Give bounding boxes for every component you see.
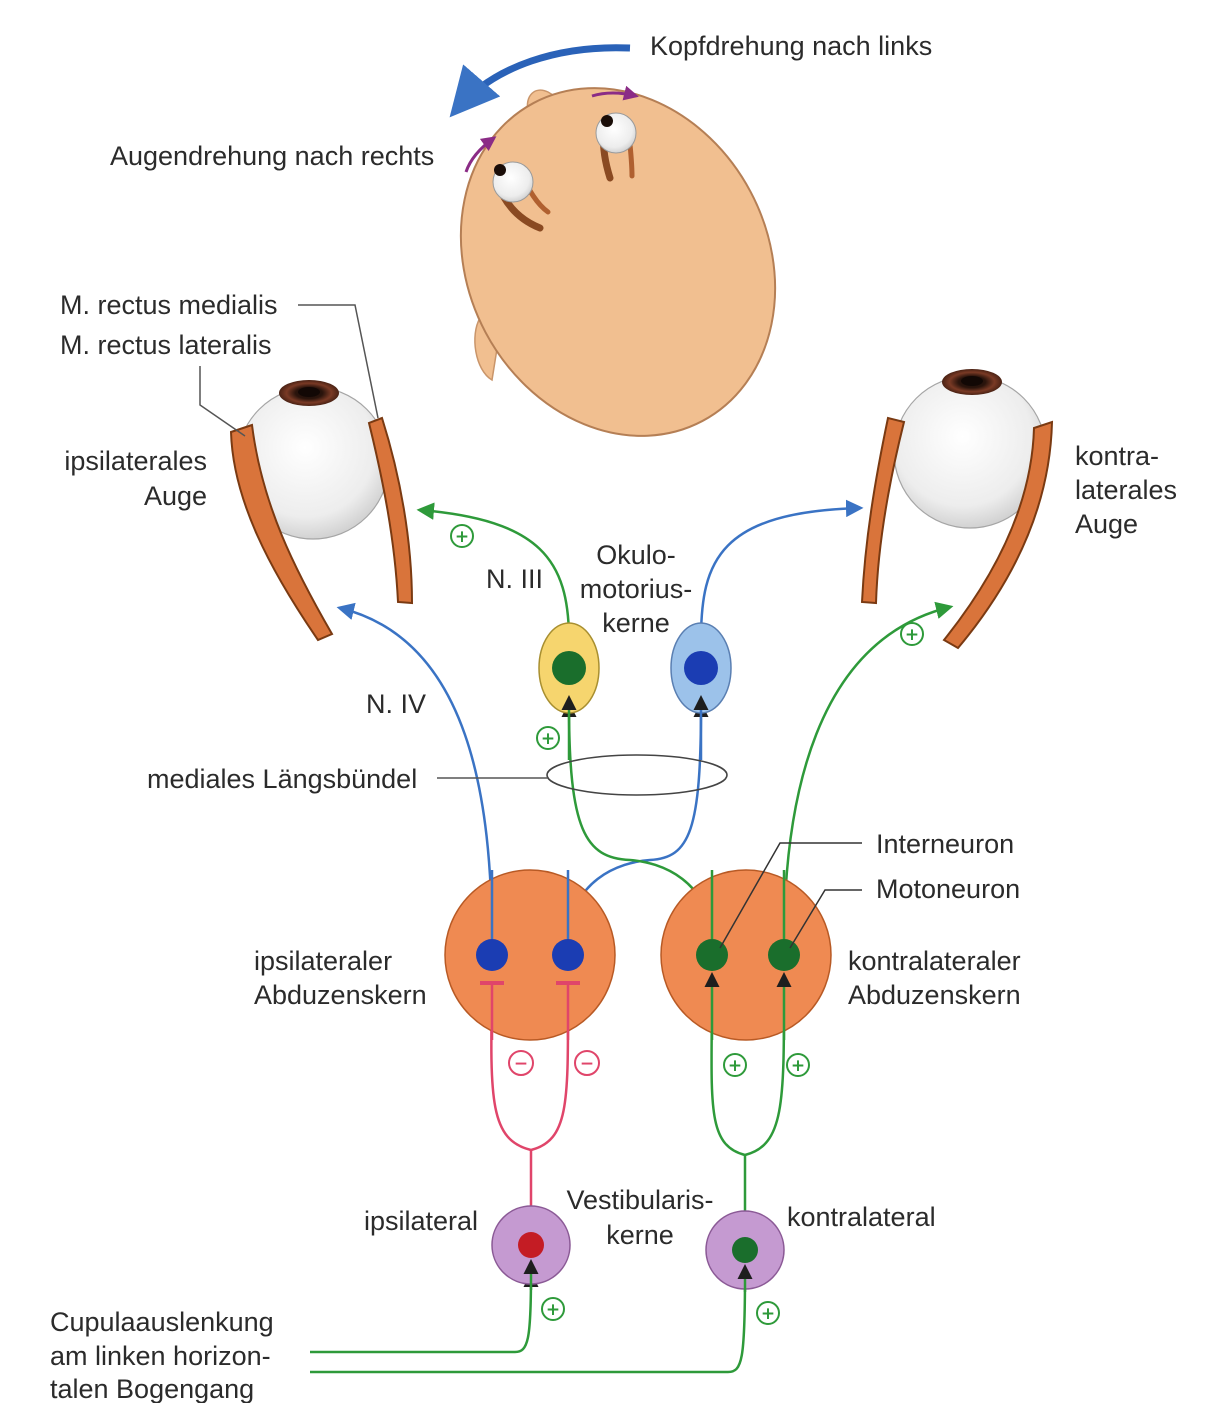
mlf-label: mediales Längsbündel <box>147 764 417 794</box>
rectus-medialis-label: M. rectus medialis <box>60 290 278 320</box>
motoneuron-label: Motoneuron <box>876 874 1020 904</box>
plus-sign-contra-2: + <box>787 1054 809 1076</box>
oculomotor-label-3: kerne <box>602 608 670 638</box>
contra-abducens-label-1: kontralateraler <box>848 946 1021 976</box>
contralateral-abducens-nucleus <box>661 870 831 1040</box>
ipsi-eye-label-2: Auge <box>144 481 207 511</box>
plus-sign-mlf: + <box>537 727 559 749</box>
vestibular-label-1: Vestibularis- <box>566 1185 713 1215</box>
oculomotor-blue-to-right-eye <box>701 508 860 640</box>
kontralateral-label: kontralateral <box>787 1202 936 1232</box>
interneuron-label: Interneuron <box>876 829 1014 859</box>
plus-sign-cupula-contra: + <box>757 1302 779 1324</box>
rectus-lateralis-label: M. rectus lateralis <box>60 330 272 360</box>
ipsilateral-abducens-nucleus <box>445 870 615 1040</box>
vestibular-label-2: kerne <box>606 1220 674 1250</box>
n3-label: N. III <box>486 564 543 594</box>
minus-sign-1: − <box>509 1051 533 1075</box>
contra-abducens-label-2: Abduzenskern <box>848 980 1021 1010</box>
plus-sign-right-eye: + <box>901 623 923 645</box>
svg-text:−: − <box>580 1054 594 1074</box>
ipsilateral-label: ipsilateral <box>364 1206 478 1236</box>
cupula-to-contra-vestibular <box>310 1275 745 1372</box>
cupula-label-1: Cupulaauslenkung <box>50 1307 274 1337</box>
leader-rectus-lateralis <box>200 366 245 436</box>
eye-turn-label: Augendrehung nach rechts <box>110 141 434 171</box>
contralateral-eye <box>862 369 1052 648</box>
plus-sign-cupula-ipsi: + <box>542 1298 564 1320</box>
rectus-medialis-muscle-right <box>862 418 904 603</box>
ipsi-abducens-motoneuron <box>476 939 508 971</box>
rectus-medialis-muscle-left <box>369 418 412 603</box>
svg-text:+: + <box>761 1304 775 1324</box>
plus-sign-contra-1: + <box>724 1054 746 1076</box>
contra-eye-label-2: laterales <box>1075 475 1177 505</box>
svg-text:+: + <box>541 729 555 749</box>
svg-text:+: + <box>905 625 919 645</box>
contra-abducens-motoneuron <box>768 939 800 971</box>
oculomotor-label-1: Okulo- <box>596 540 676 570</box>
svg-text:+: + <box>455 527 469 547</box>
n4-label: N. IV <box>366 689 426 719</box>
svg-text:+: + <box>791 1056 805 1076</box>
head-turn-label: Kopfdrehung nach links <box>650 31 932 61</box>
svg-text:+: + <box>546 1300 560 1320</box>
contra-eye-label-3: Auge <box>1075 509 1138 539</box>
contra-eye-label-1: kontra- <box>1075 441 1159 471</box>
svg-text:−: − <box>514 1054 528 1074</box>
minus-sign-2: − <box>575 1051 599 1075</box>
ipsilateral-eye <box>231 380 412 640</box>
ipsi-eye-label-1: ipsilaterales <box>64 446 207 476</box>
plus-sign-n3: + <box>451 525 473 547</box>
oculomotor-label-2: motorius- <box>580 574 693 604</box>
ipsi-abducens-interneuron <box>552 939 584 971</box>
cupula-label-3: talen Bogengang <box>50 1374 254 1403</box>
ipsi-abducens-label-1: ipsilateraler <box>254 946 392 976</box>
ipsi-abducens-label-2: Abduzenskern <box>254 980 427 1010</box>
cupula-to-ipsi-vestibular <box>310 1275 531 1352</box>
cupula-label-2: am linken horizon- <box>50 1341 271 1371</box>
svg-text:+: + <box>728 1056 742 1076</box>
